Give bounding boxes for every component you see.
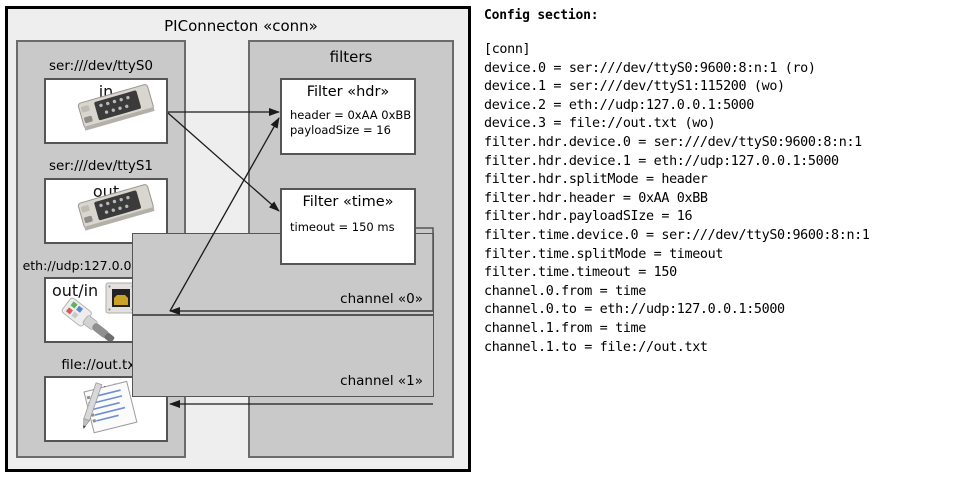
config-heading: Config section: (484, 8, 599, 23)
serial-port-icon (46, 180, 166, 242)
filters-panel-title: filters (329, 48, 373, 66)
filter-prop: payloadSize = 16 (290, 123, 391, 137)
config-line: filter.hdr.header = 0xAA 0xBB (484, 190, 708, 206)
config-line: channel.0.to = eth://udp:127.0.0.1:5000 (484, 302, 785, 318)
filter-title-time: Filter «time» (302, 194, 394, 210)
channel-label-1: channel «1» (340, 373, 423, 389)
filter-props-hdr: header = 0xAA 0xBB payloadSize = 16 (290, 108, 411, 138)
filter-prop: header = 0xAA 0xBB (290, 108, 412, 122)
config-line: filter.hdr.splitMode = header (484, 172, 708, 188)
serial-port-icon (46, 80, 166, 142)
device-label-ttyS1: ser:///dev/ttyS1 (49, 158, 153, 174)
config-line: filter.time.timeout = 150 (484, 265, 677, 281)
config-line: filter.hdr.device.0 = ser:///dev/ttyS0:9… (484, 134, 862, 150)
config-line: device.3 = file://out.txt (wo) (484, 116, 716, 132)
config-line: channel.1.from = time (484, 320, 646, 336)
filter-card-hdr[interactable]: Filter «hdr» header = 0xAA 0xBB payloadS… (280, 78, 416, 155)
ethernet-jack-icon (46, 279, 166, 341)
config-line: [conn] (484, 42, 531, 57)
channel-label-0: channel «0» (340, 291, 423, 307)
config-lines: [conn] device.0 = ser:///dev/ttyS0:9600:8… (484, 41, 960, 357)
config-line: device.2 = eth://udp:127.0.0.1:5000 (484, 97, 754, 113)
config-line: channel.0.from = time (484, 283, 646, 299)
filter-card-time[interactable]: Filter «time» timeout = 150 ms (280, 188, 416, 265)
config-line: filter.time.splitMode = timeout (484, 246, 724, 262)
config-line: device.0 = ser:///dev/ttyS0:9600:8:n:1 (… (484, 60, 816, 76)
device-card-ttyS0[interactable]: in (44, 78, 168, 144)
device-card-file[interactable]: out (44, 376, 168, 442)
text-file-icon (46, 378, 166, 440)
diagram-title: PIConnecton «conn» (164, 17, 318, 35)
config-line: device.1 = ser:///dev/ttyS1:115200 (wo) (484, 79, 785, 95)
channel-box-1[interactable]: channel «1» (132, 315, 434, 397)
filter-title-hdr: Filter «hdr» (306, 84, 390, 100)
config-line: filter.time.device.0 = ser:///dev/ttyS0:… (484, 227, 870, 243)
filter-props-time: timeout = 150 ms (290, 220, 395, 235)
device-label-file: file://out.txt (61, 357, 141, 373)
device-label-ttyS0: ser:///dev/ttyS0 (49, 58, 153, 74)
config-line: filter.hdr.device.1 = eth://udp:127.0.0.… (484, 153, 839, 169)
config-section: Config section: [conn] device.0 = ser:///… (484, 8, 960, 357)
device-direction-eth: out/in (52, 281, 99, 300)
filter-prop: timeout = 150 ms (290, 220, 395, 234)
config-line: channel.1.to = file://out.txt (484, 339, 708, 355)
device-card-eth[interactable]: out/in (44, 277, 168, 343)
config-line: filter.hdr.payloadSIze = 16 (484, 209, 693, 225)
